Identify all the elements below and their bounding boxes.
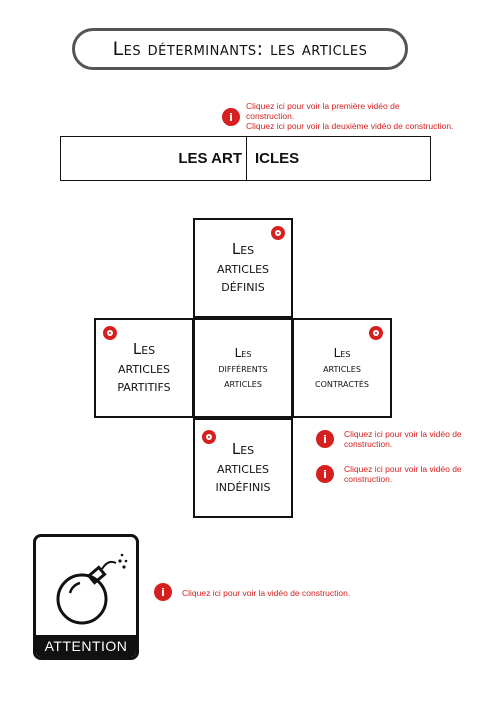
attention-card: ATTENTION — [33, 534, 139, 660]
video-link-2[interactable]: Cliquez ici pour voir la vidéo de constr… — [344, 464, 462, 484]
video-link-1[interactable]: Cliquez ici pour voir la vidéo de constr… — [344, 429, 462, 449]
cell-articles-contractes[interactable]: Les articles contractés — [292, 318, 392, 418]
articles-title-box: LES ART ICLES — [60, 136, 431, 181]
cell-articles-indefinis[interactable]: Les articles indéfinis — [193, 418, 293, 518]
eye-icon[interactable] — [271, 226, 285, 240]
eye-icon[interactable] — [369, 326, 383, 340]
bomb-icon — [56, 553, 128, 625]
second-video-link[interactable]: Cliquez ici pour voir la deuxième vidéo … — [246, 121, 454, 131]
page-title: Les déterminants: les articles — [72, 28, 408, 70]
eye-icon[interactable] — [202, 430, 216, 444]
first-video-link[interactable]: Cliquez ici pour voir la première vidéo … — [246, 101, 400, 121]
info-icon[interactable]: i — [316, 465, 334, 483]
attention-video-link[interactable]: Cliquez ici pour voir la vidéo de constr… — [182, 588, 351, 598]
info-icon[interactable]: i — [222, 108, 240, 126]
cell-text: Les différents articles — [218, 345, 268, 390]
eye-icon[interactable] — [103, 326, 117, 340]
cell-articles-partitifs[interactable]: Les articles partitifs — [94, 318, 194, 418]
cell-differents-articles: Les différents articles — [193, 318, 293, 418]
cell-text: Les articles indéfinis — [215, 439, 271, 496]
info-icon[interactable]: i — [154, 583, 172, 601]
cell-text: Les articles définis — [216, 239, 270, 296]
articles-box-right: ICLES — [255, 150, 300, 167]
cell-text: Les articles contractés — [315, 345, 369, 390]
info-icon[interactable]: i — [316, 430, 334, 448]
cell-text: Les articles partitifs — [117, 339, 171, 396]
cell-articles-definis[interactable]: Les articles définis — [193, 218, 293, 318]
attention-label: ATTENTION — [36, 635, 136, 657]
articles-box-left: LES ART — [61, 137, 247, 180]
